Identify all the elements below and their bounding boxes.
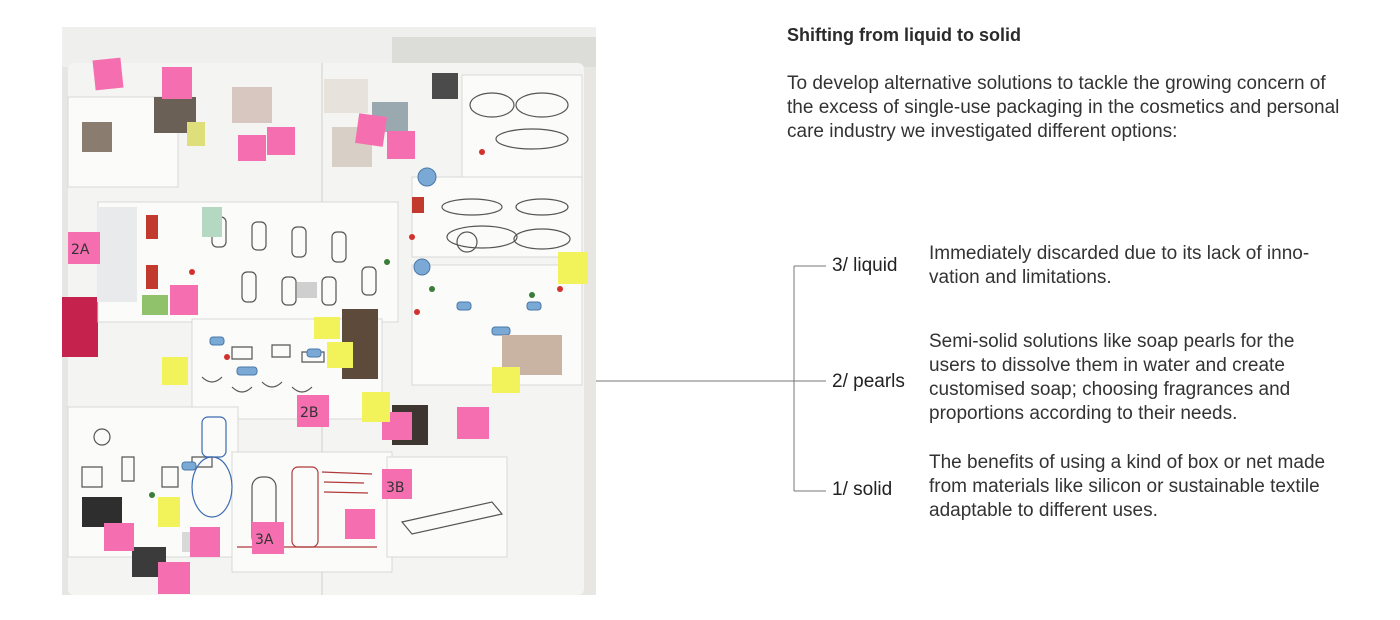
step-liquid-description: Immediately discarded due to its lack of…: [929, 243, 1310, 288]
sticky-label-2b: 2B: [300, 405, 319, 421]
step-solid-description: The benefits of using a kind of box or n…: [929, 452, 1326, 521]
step-solid-label: 1/ solid: [832, 479, 893, 500]
sticky-label-2a: 2A: [71, 242, 90, 258]
moodboard-photo: 2A 2B 3A 3B: [62, 27, 596, 595]
step-pearls-description: Semi-solid solutions like soap pearls fo…: [929, 331, 1295, 424]
moodboard-illustration: 2A 2B 3A 3B: [62, 27, 596, 595]
step-liquid-label: 3/ liquid: [832, 255, 898, 276]
page-title: Shifting from liquid to solid: [787, 25, 1021, 45]
sticky-label-3b: 3B: [386, 480, 405, 496]
intro-paragraph: To develop alternative solutions to tack…: [787, 73, 1340, 142]
step-pearls-label: 2/ pearls: [832, 371, 905, 392]
sticky-label-3a: 3A: [255, 532, 274, 548]
